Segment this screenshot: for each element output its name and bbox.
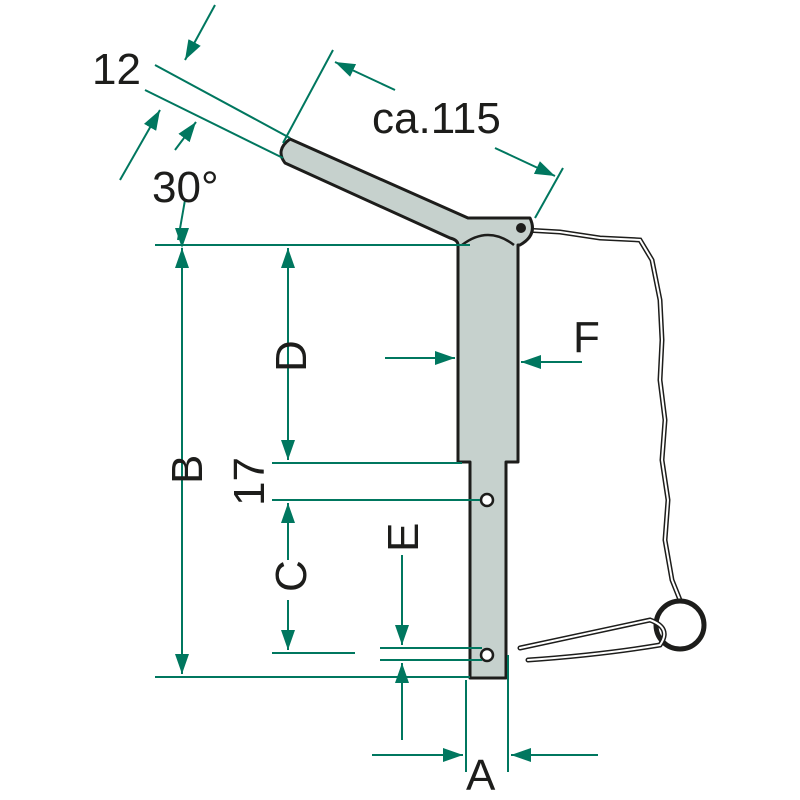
label-E: E [379,523,428,552]
label-F: F [573,313,600,362]
hole-bottom [479,647,495,663]
pin-handle [279,137,534,680]
chain [517,227,707,663]
label-C: C [267,560,316,592]
label-B: B [163,455,212,484]
hole-top [479,492,495,508]
label-length: ca.115 [372,94,501,143]
label-17: 17 [225,457,274,506]
label-angle: 30° [152,163,219,212]
dimensions [119,4,598,772]
label-A: A [466,751,496,800]
linch-pin [279,137,534,680]
chain-eye [516,223,526,233]
label-thickness: 12 [92,45,141,94]
label-D: D [267,340,316,372]
